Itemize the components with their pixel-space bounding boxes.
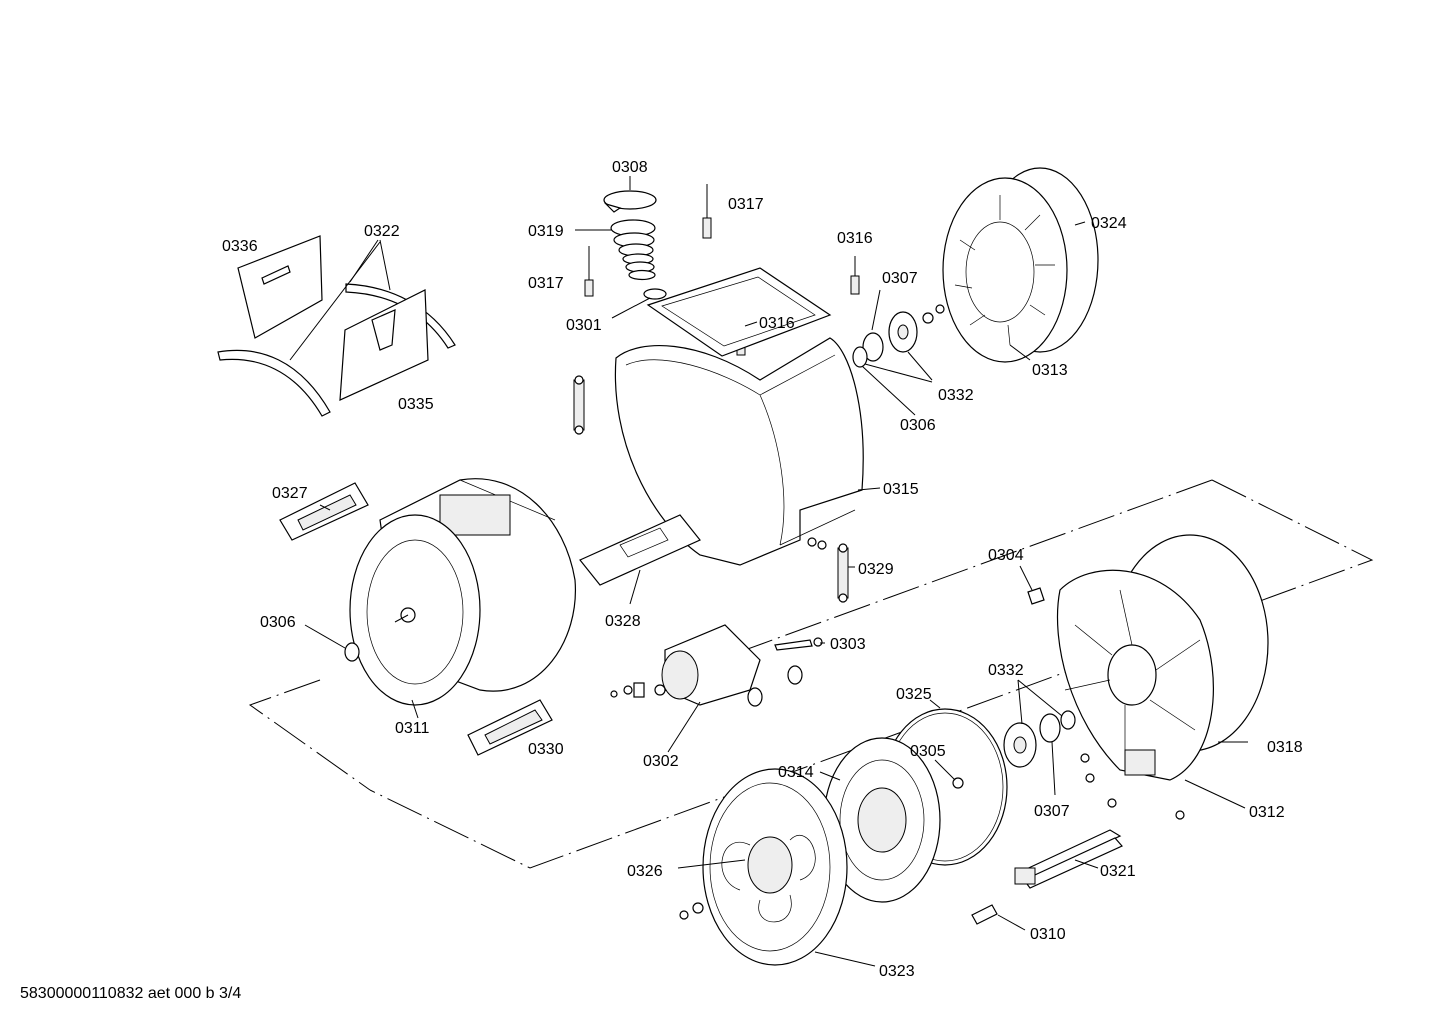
label-0326: 0326 [627,863,663,880]
label-0321: 0321 [1100,863,1136,880]
part-labels: 0308 0317 0319 0336 0322 0317 0316 0307 … [222,159,1303,980]
leader-lines [289,176,1248,967]
label-0310: 0310 [1030,926,1066,943]
seal-ring-0306-bottom [1060,710,1076,730]
shock-absorber-left [573,375,585,435]
label-0308: 0308 [612,159,648,176]
screw-0303 [774,637,823,651]
seal-ring-0306-top [852,346,868,368]
label-0325: 0325 [896,686,932,703]
spring-0316-right [850,256,860,295]
label-0316-right: 0316 [837,230,873,247]
label-0316-mid: 0316 [759,315,795,332]
cross-0326 [721,835,816,923]
drum-back-0324 [942,167,1099,363]
plate-0328 [579,514,701,586]
clip-0304 [1027,587,1045,605]
label-0312: 0312 [1249,804,1285,821]
counterweight-0330 [467,699,553,756]
label-0319: 0319 [528,223,564,240]
tub-0315 [614,267,864,566]
label-0330: 0330 [528,741,564,758]
sensor-0305 [952,777,964,789]
label-0302: 0302 [643,753,679,770]
bellows-0319 [610,219,656,281]
label-0317-upper: 0317 [728,196,764,213]
label-0315: 0315 [883,481,919,498]
bolt-washer-top [922,304,945,324]
label-0335: 0335 [398,396,434,413]
seal-ring-0307-bottom [1039,713,1061,743]
heater-0321 [1014,829,1123,889]
label-0307-bottom: 0307 [1034,803,1070,820]
panel-0336 [237,235,323,339]
rear-tub-0318 [1057,534,1269,781]
screw-washer-0326 [679,902,704,920]
label-0327: 0327 [272,485,308,502]
label-0301: 0301 [566,317,602,334]
clips-near-0329 [807,537,827,550]
bushings [747,665,803,707]
label-0324: 0324 [1091,215,1127,232]
label-0336: 0336 [222,238,258,255]
rail-0322 [217,283,456,417]
label-0323: 0323 [879,963,915,980]
bearing-flange-0332-bottom [1003,722,1037,768]
panel-0335 [339,289,429,401]
label-0329: 0329 [858,561,894,578]
label-0328: 0328 [605,613,641,630]
shock-absorber-0329 [837,543,849,603]
sensor-0310 [971,904,998,925]
hose-clamp-0308 [603,190,657,213]
bearing-flange-0332-top [888,311,918,353]
label-0303: 0303 [830,636,866,653]
spring-0317-lower [584,246,594,297]
label-0317-lower: 0317 [528,275,564,292]
seal-ring-0307-top [862,332,884,362]
label-0313: 0313 [1032,362,1068,379]
drum-0311 [349,478,576,706]
screws-0312 [1080,753,1185,820]
label-0307-top: 0307 [882,270,918,287]
label-0314: 0314 [778,764,814,781]
counterweight-0327 [279,482,369,541]
motor-0302 [610,624,761,706]
drawing-reference: 58300000110832 aet 000 b 3/4 [20,985,241,1002]
label-0332-top: 0332 [938,387,974,404]
label-0306-top: 0306 [900,417,936,434]
label-0304: 0304 [988,547,1024,564]
label-0305: 0305 [910,743,946,760]
label-0318: 0318 [1267,739,1303,756]
ring-0301 [643,288,667,300]
label-0332-bottom: 0332 [988,662,1024,679]
label-0311: 0311 [395,720,430,737]
seal-ring-0306-left [344,642,360,662]
label-0306-left: 0306 [260,614,296,631]
label-0322: 0322 [364,223,400,240]
front-flange-0314 [823,737,941,903]
spring-0317-upper [702,184,712,239]
